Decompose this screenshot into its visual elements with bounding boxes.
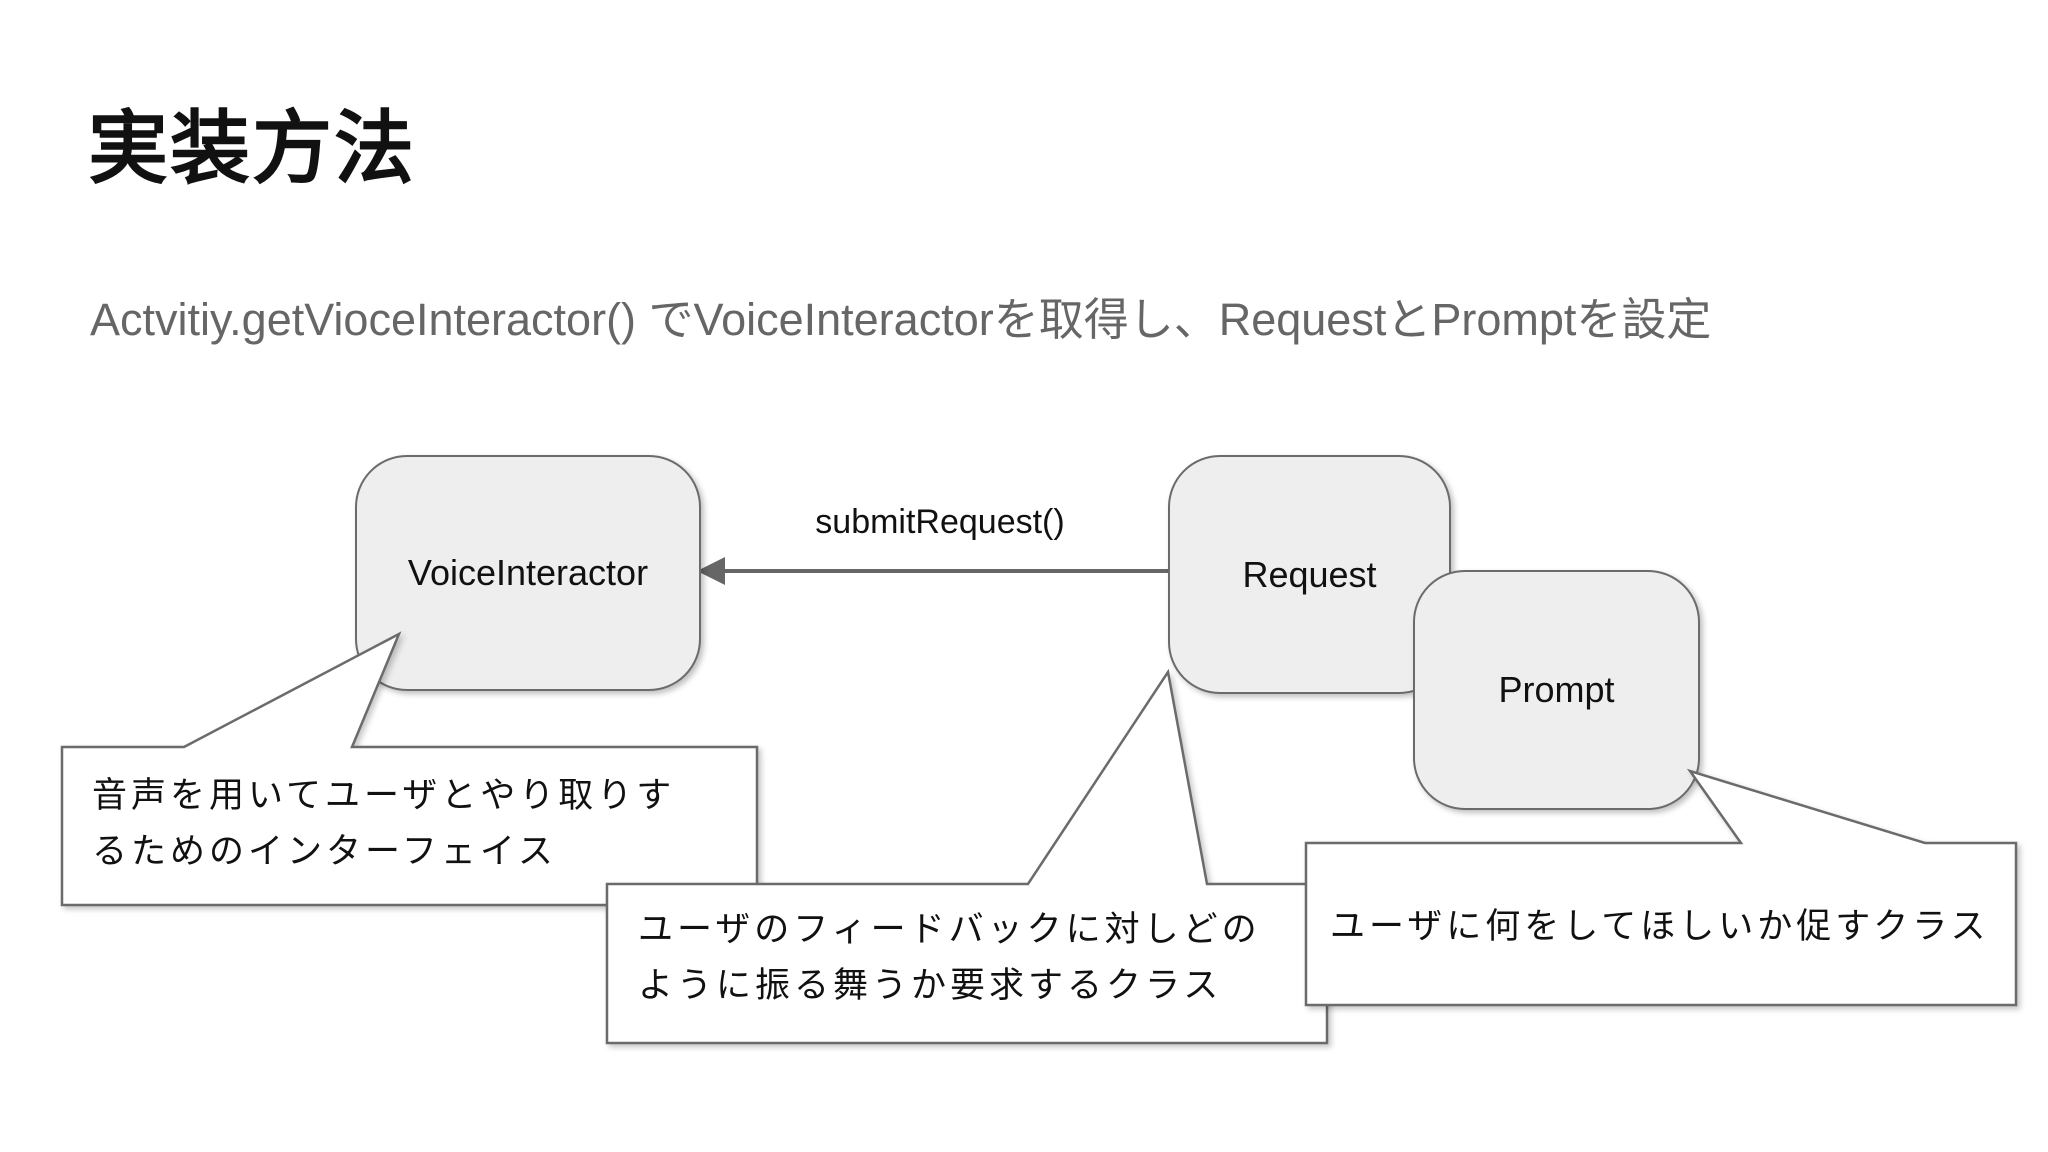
callout-request-line2: ように振る舞うか要求するクラス — [638, 966, 1223, 1005]
callout-voiceinteractor-text: 音声を用いてユーザとやり取りす るためのインターフェイス — [92, 768, 675, 880]
callout-request-text: ユーザのフィードバックに対しどの ように振る舞うか要求するクラス — [638, 902, 1261, 1014]
callout-prompt-text: ユーザに何をしてほしいか促すクラス — [1330, 899, 1990, 955]
node-prompt: Prompt — [1413, 570, 1700, 810]
submit-request-arrow-label: submitRequest() — [815, 503, 1065, 541]
node-voiceinteractor-label: VoiceInteractor — [407, 552, 649, 593]
page-title: 実装方法 — [88, 104, 416, 193]
callout-voiceinteractor-line2: るためのインターフェイス — [92, 832, 557, 871]
callout-prompt-line1: ユーザに何をしてほしいか促すクラス — [1330, 907, 1990, 946]
node-request: Request — [1168, 455, 1451, 694]
callout-request-line1: ユーザのフィードバックに対しどの — [638, 910, 1261, 949]
callout-voiceinteractor-line1: 音声を用いてユーザとやり取りす — [92, 776, 676, 815]
node-request-label: Request — [1242, 553, 1377, 595]
submit-request-arrow-line — [723, 569, 1168, 573]
node-voiceinteractor: VoiceInteractor — [355, 455, 701, 691]
node-prompt-label: Prompt — [1498, 669, 1615, 710]
slide-subtitle: Actvitiy.getVioceInteractor() でVoiceInte… — [90, 294, 1712, 345]
arrowhead-left-icon — [697, 557, 725, 585]
